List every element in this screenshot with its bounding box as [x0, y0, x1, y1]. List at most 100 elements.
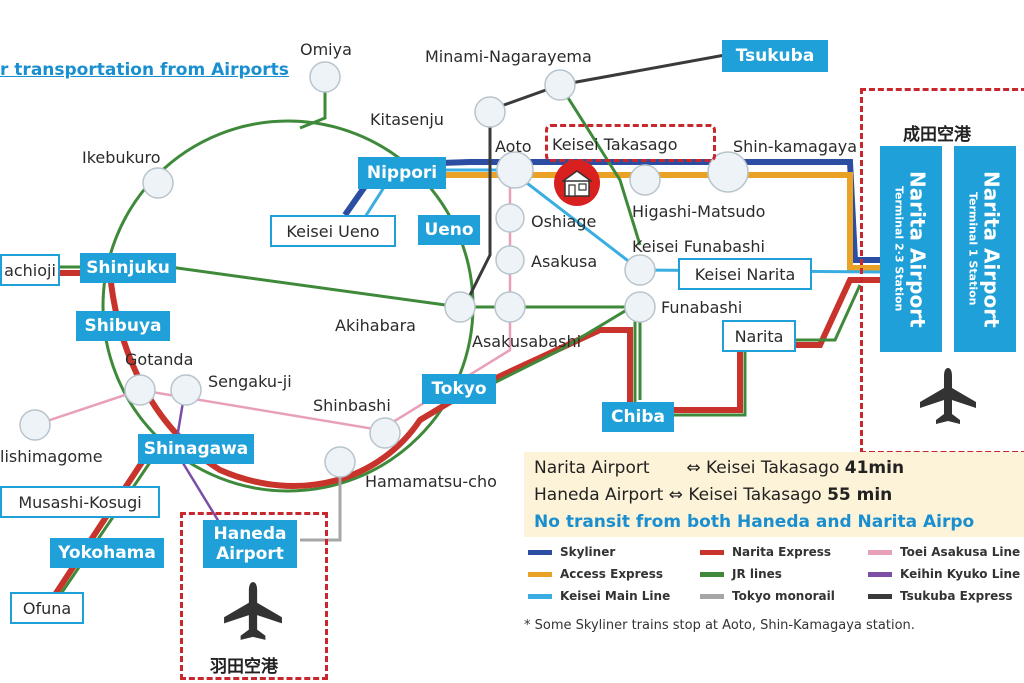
station-hachioji[interactable]: achioji	[0, 254, 60, 286]
legend-swatch	[528, 594, 552, 599]
skyliner-footnote: * Some Skyliner trains stop at Aoto, Shi…	[524, 618, 915, 633]
label-aoto: Aoto	[495, 137, 532, 156]
label-omiya: Omiya	[300, 40, 352, 59]
airplane-icon	[920, 368, 976, 424]
station-keisei-ueno[interactable]: Keisei Ueno	[270, 215, 396, 247]
legend-label: Narita Express	[732, 545, 832, 559]
legend-swatch	[700, 550, 724, 555]
jr-musashino-line	[558, 84, 642, 246]
station-tokyo[interactable]: Tokyo	[422, 374, 496, 404]
station-kitasenju-node[interactable]	[474, 96, 506, 128]
narita-terminal-1[interactable]: Narita Airport Terminal 1 Station	[954, 146, 1016, 352]
station-aoto-node[interactable]	[496, 151, 534, 189]
station-shin-kamagaya-node[interactable]	[707, 151, 749, 193]
station-tsukuba[interactable]: Tsukuba	[722, 40, 828, 72]
station-omiya-node[interactable]	[309, 61, 341, 93]
narita-t23-name: Narita Airport	[905, 170, 930, 328]
legend-item: Tsukuba Express	[868, 589, 1013, 603]
station-shinagawa[interactable]: Shinagawa	[138, 434, 254, 464]
info-arrow-2: ⇔	[668, 485, 683, 505]
label-higashi-matsudo: Higashi-Matsudo	[632, 202, 766, 221]
label-akihabara: Akihabara	[335, 316, 416, 335]
narita-t1-name: Narita Airport	[979, 170, 1004, 328]
airplane-icon	[224, 582, 282, 640]
transport-from-airports-link[interactable]: r transportation from Airports	[0, 60, 289, 80]
label-keisei-funabashi: Keisei Funabashi	[632, 237, 765, 256]
haneda-airport-area	[180, 512, 328, 680]
label-minami-nagareyama: Minami-Nagarayema	[425, 47, 592, 66]
station-yokohama[interactable]: Yokohama	[50, 538, 164, 568]
info-arrow-1: ⇔	[686, 458, 701, 478]
info-no-transit: No transit from both Haneda and Narita A…	[534, 512, 975, 532]
legend-item: Toei Asakusa Line	[868, 545, 1020, 559]
legend-label: Keisei Main Line	[560, 589, 671, 603]
label-shin-kamagaya: Shin-kamagaya	[733, 137, 858, 156]
info-time-narita: 41min	[844, 458, 905, 478]
label-funabashi: Funabashi	[661, 298, 743, 317]
keisei-takasago-highlight	[545, 124, 716, 162]
station-funabashi-node[interactable]	[624, 291, 656, 323]
legend-label: Access Express	[560, 567, 663, 581]
legend-label: Keihin Kyuko Line	[900, 567, 1021, 581]
legend-item: Narita Express	[700, 545, 831, 559]
label-sengakuji: Sengaku-ji	[208, 372, 292, 391]
station-minami-nagareyama-node[interactable]	[544, 69, 576, 101]
info-line-haneda: Haneda Airport ⇔ Keisei Takasago 55 min	[534, 485, 892, 505]
legend-swatch	[700, 572, 724, 577]
label-hamamatsucho: Hamamatsu-cho	[365, 472, 497, 491]
legend-swatch	[868, 550, 892, 555]
station-asakusabashi-node[interactable]	[494, 291, 526, 323]
station-shinjuku[interactable]: Shinjuku	[80, 253, 176, 283]
station-narita[interactable]: Narita	[722, 320, 796, 352]
legend-item: Tokyo monorail	[700, 589, 835, 603]
label-shinbashi: Shinbashi	[313, 396, 391, 415]
narita-express-line	[0, 270, 880, 489]
info-haneda-airport: Haneda Airport	[534, 485, 664, 505]
info-time-haneda: 55 min	[827, 485, 893, 505]
station-shibuya[interactable]: Shibuya	[76, 311, 170, 341]
station-akihabara-node[interactable]	[444, 291, 476, 323]
legend-label: JR lines	[732, 567, 782, 581]
jr-yokohama-line	[48, 454, 157, 611]
info-takasago-2: Keisei Takasago	[688, 485, 822, 505]
tokyo-monorail-line	[300, 462, 342, 542]
narita-t23-sub: Terminal 2·3 Station	[892, 186, 906, 312]
label-kitasenju: Kitasenju	[370, 110, 444, 129]
home-icon	[554, 160, 600, 206]
legend-item: Keihin Kyuko Line	[868, 567, 1020, 581]
label-nishimagome: lishimagome	[0, 447, 103, 466]
station-musashi-kosugi[interactable]: Musashi-Kosugi	[0, 486, 160, 518]
info-takasago-1: Keisei Takasago	[706, 458, 840, 478]
label-asakusabashi: Asakusabashi	[472, 332, 582, 351]
narita-t1-sub: Terminal 1 Station	[966, 192, 980, 306]
station-asakusa-node[interactable]	[495, 245, 525, 275]
label-asakusa: Asakusa	[531, 252, 598, 271]
label-oshiage: Oshiage	[531, 212, 597, 231]
station-sengakuji-node[interactable]	[170, 374, 202, 406]
station-oshiage-node[interactable]	[495, 203, 525, 233]
station-haneda-airport[interactable]: Haneda Airport	[203, 520, 297, 568]
station-ueno[interactable]: Ueno	[418, 215, 480, 245]
legend-swatch	[700, 594, 724, 599]
station-keisei-narita[interactable]: Keisei Narita	[678, 258, 812, 290]
legend-label: Toei Asakusa Line	[900, 545, 1021, 559]
legend-label: Tokyo monorail	[732, 589, 835, 603]
legend-swatch	[868, 572, 892, 577]
label-keisei-takasago: Keisei Takasago	[552, 135, 678, 154]
legend-item: Access Express	[528, 567, 663, 581]
station-keisei-funabashi-node[interactable]	[624, 254, 656, 286]
station-shinbashi-node[interactable]	[369, 417, 401, 449]
legend-swatch	[528, 550, 552, 555]
station-gotanda-node[interactable]	[124, 374, 156, 406]
station-ikebukuro-node[interactable]	[142, 167, 174, 199]
legend-item: Skyliner	[528, 545, 615, 559]
station-nippori[interactable]: Nippori	[358, 157, 446, 189]
narita-terminal-2-3[interactable]: Narita Airport Terminal 2·3 Station	[880, 146, 942, 352]
station-nishimagome-node[interactable]	[19, 409, 51, 441]
station-ofuna[interactable]: Ofuna	[10, 592, 84, 624]
legend-swatch	[868, 594, 892, 599]
station-takasago-node[interactable]	[629, 164, 661, 196]
station-hamamatsucho-node[interactable]	[324, 446, 356, 478]
station-chiba[interactable]: Chiba	[602, 402, 674, 432]
legend-swatch	[528, 572, 552, 577]
